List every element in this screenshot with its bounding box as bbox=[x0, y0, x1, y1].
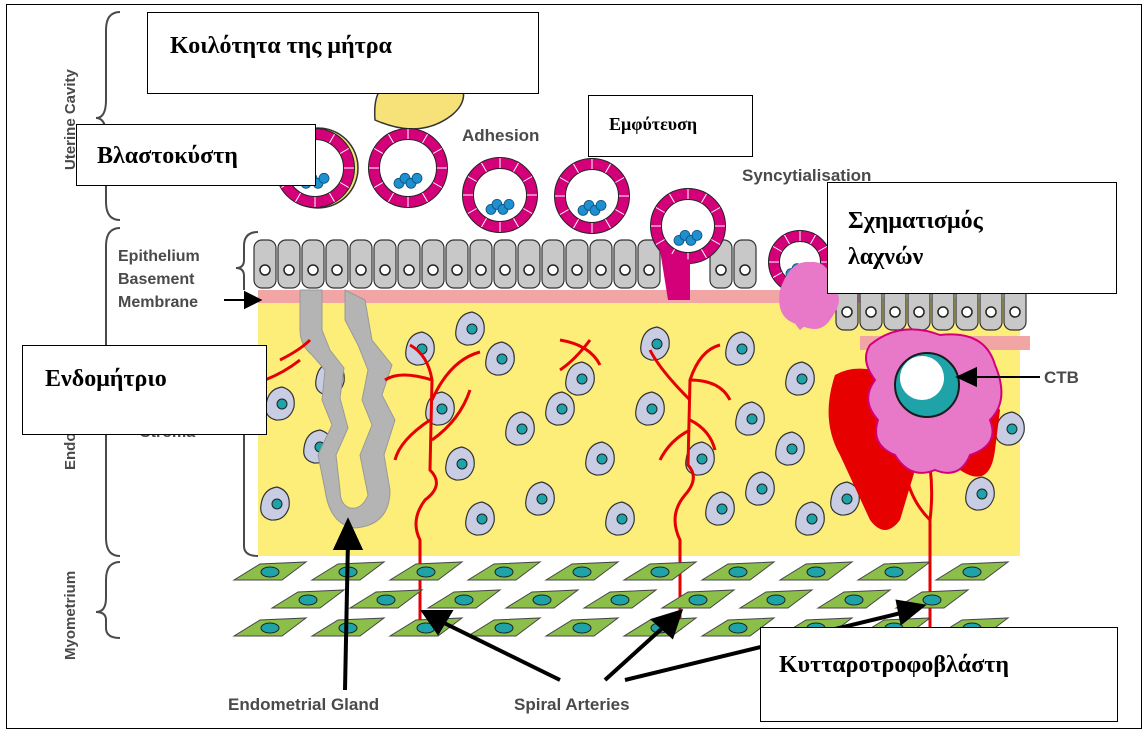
uterine-cavity-greek: Κοιλότητα της μήτρα bbox=[170, 33, 392, 59]
epithelial-cell bbox=[566, 240, 588, 288]
villi-formation-greek-2: λαχνών bbox=[848, 239, 1116, 275]
membrane-label: Membrane bbox=[118, 294, 198, 312]
implantation-greek: Εμφύτευση bbox=[609, 114, 697, 134]
villi-formation-box: Σχηματισμός λαχνών bbox=[827, 182, 1117, 294]
epithelial-cell bbox=[326, 240, 348, 288]
epithelial-cell bbox=[374, 240, 396, 288]
epithelium-label: Epithelium bbox=[118, 248, 200, 266]
uterine-cavity-box: Κοιλότητα της μήτρα bbox=[147, 12, 539, 94]
cytotrophoblast-box: Κυτταροτροφοβλάστη bbox=[760, 627, 1118, 722]
epithelial-cell bbox=[518, 240, 540, 288]
spiral-arteries-label: Spiral Arteries bbox=[514, 695, 630, 715]
epithelial-cell bbox=[446, 240, 468, 288]
epithelial-cell bbox=[734, 240, 756, 288]
epithelial-cell bbox=[494, 240, 516, 288]
myometrium-cells bbox=[234, 562, 1008, 636]
epithelial-cell bbox=[590, 240, 612, 288]
endometrial-gland-label: Endometrial Gland bbox=[228, 695, 379, 715]
epithelial-cell bbox=[302, 240, 324, 288]
adhesion-label: Adhesion bbox=[462, 126, 539, 146]
epithelial-cell bbox=[278, 240, 300, 288]
blastocyst-box: Βλαστοκύστη bbox=[76, 124, 316, 186]
ctb-label: CTB bbox=[1044, 368, 1079, 388]
myometrium-label: Myometrium bbox=[62, 571, 79, 660]
epithelial-cell bbox=[470, 240, 492, 288]
epithelial-cell bbox=[542, 240, 564, 288]
implantation-box: Εμφύτευση bbox=[588, 95, 753, 157]
epithelial-cell bbox=[350, 240, 372, 288]
region-brackets bbox=[96, 12, 258, 638]
villi-formation-greek-1: Σχηματισμός bbox=[848, 203, 1116, 239]
endometrium-greek: Ενδομήτριο bbox=[45, 366, 167, 392]
epithelial-cell bbox=[398, 240, 420, 288]
epithelial-cell bbox=[422, 240, 444, 288]
basement-label: Basement bbox=[118, 271, 194, 289]
epithelial-cell bbox=[254, 240, 276, 288]
epithelial-cell bbox=[614, 240, 636, 288]
blastocyst-greek: Βλαστοκύστη bbox=[97, 143, 238, 169]
endometrium-box: Ενδομήτριο bbox=[22, 345, 267, 435]
cytotrophoblast-greek: Κυτταροτροφοβλάστη bbox=[779, 652, 1009, 678]
